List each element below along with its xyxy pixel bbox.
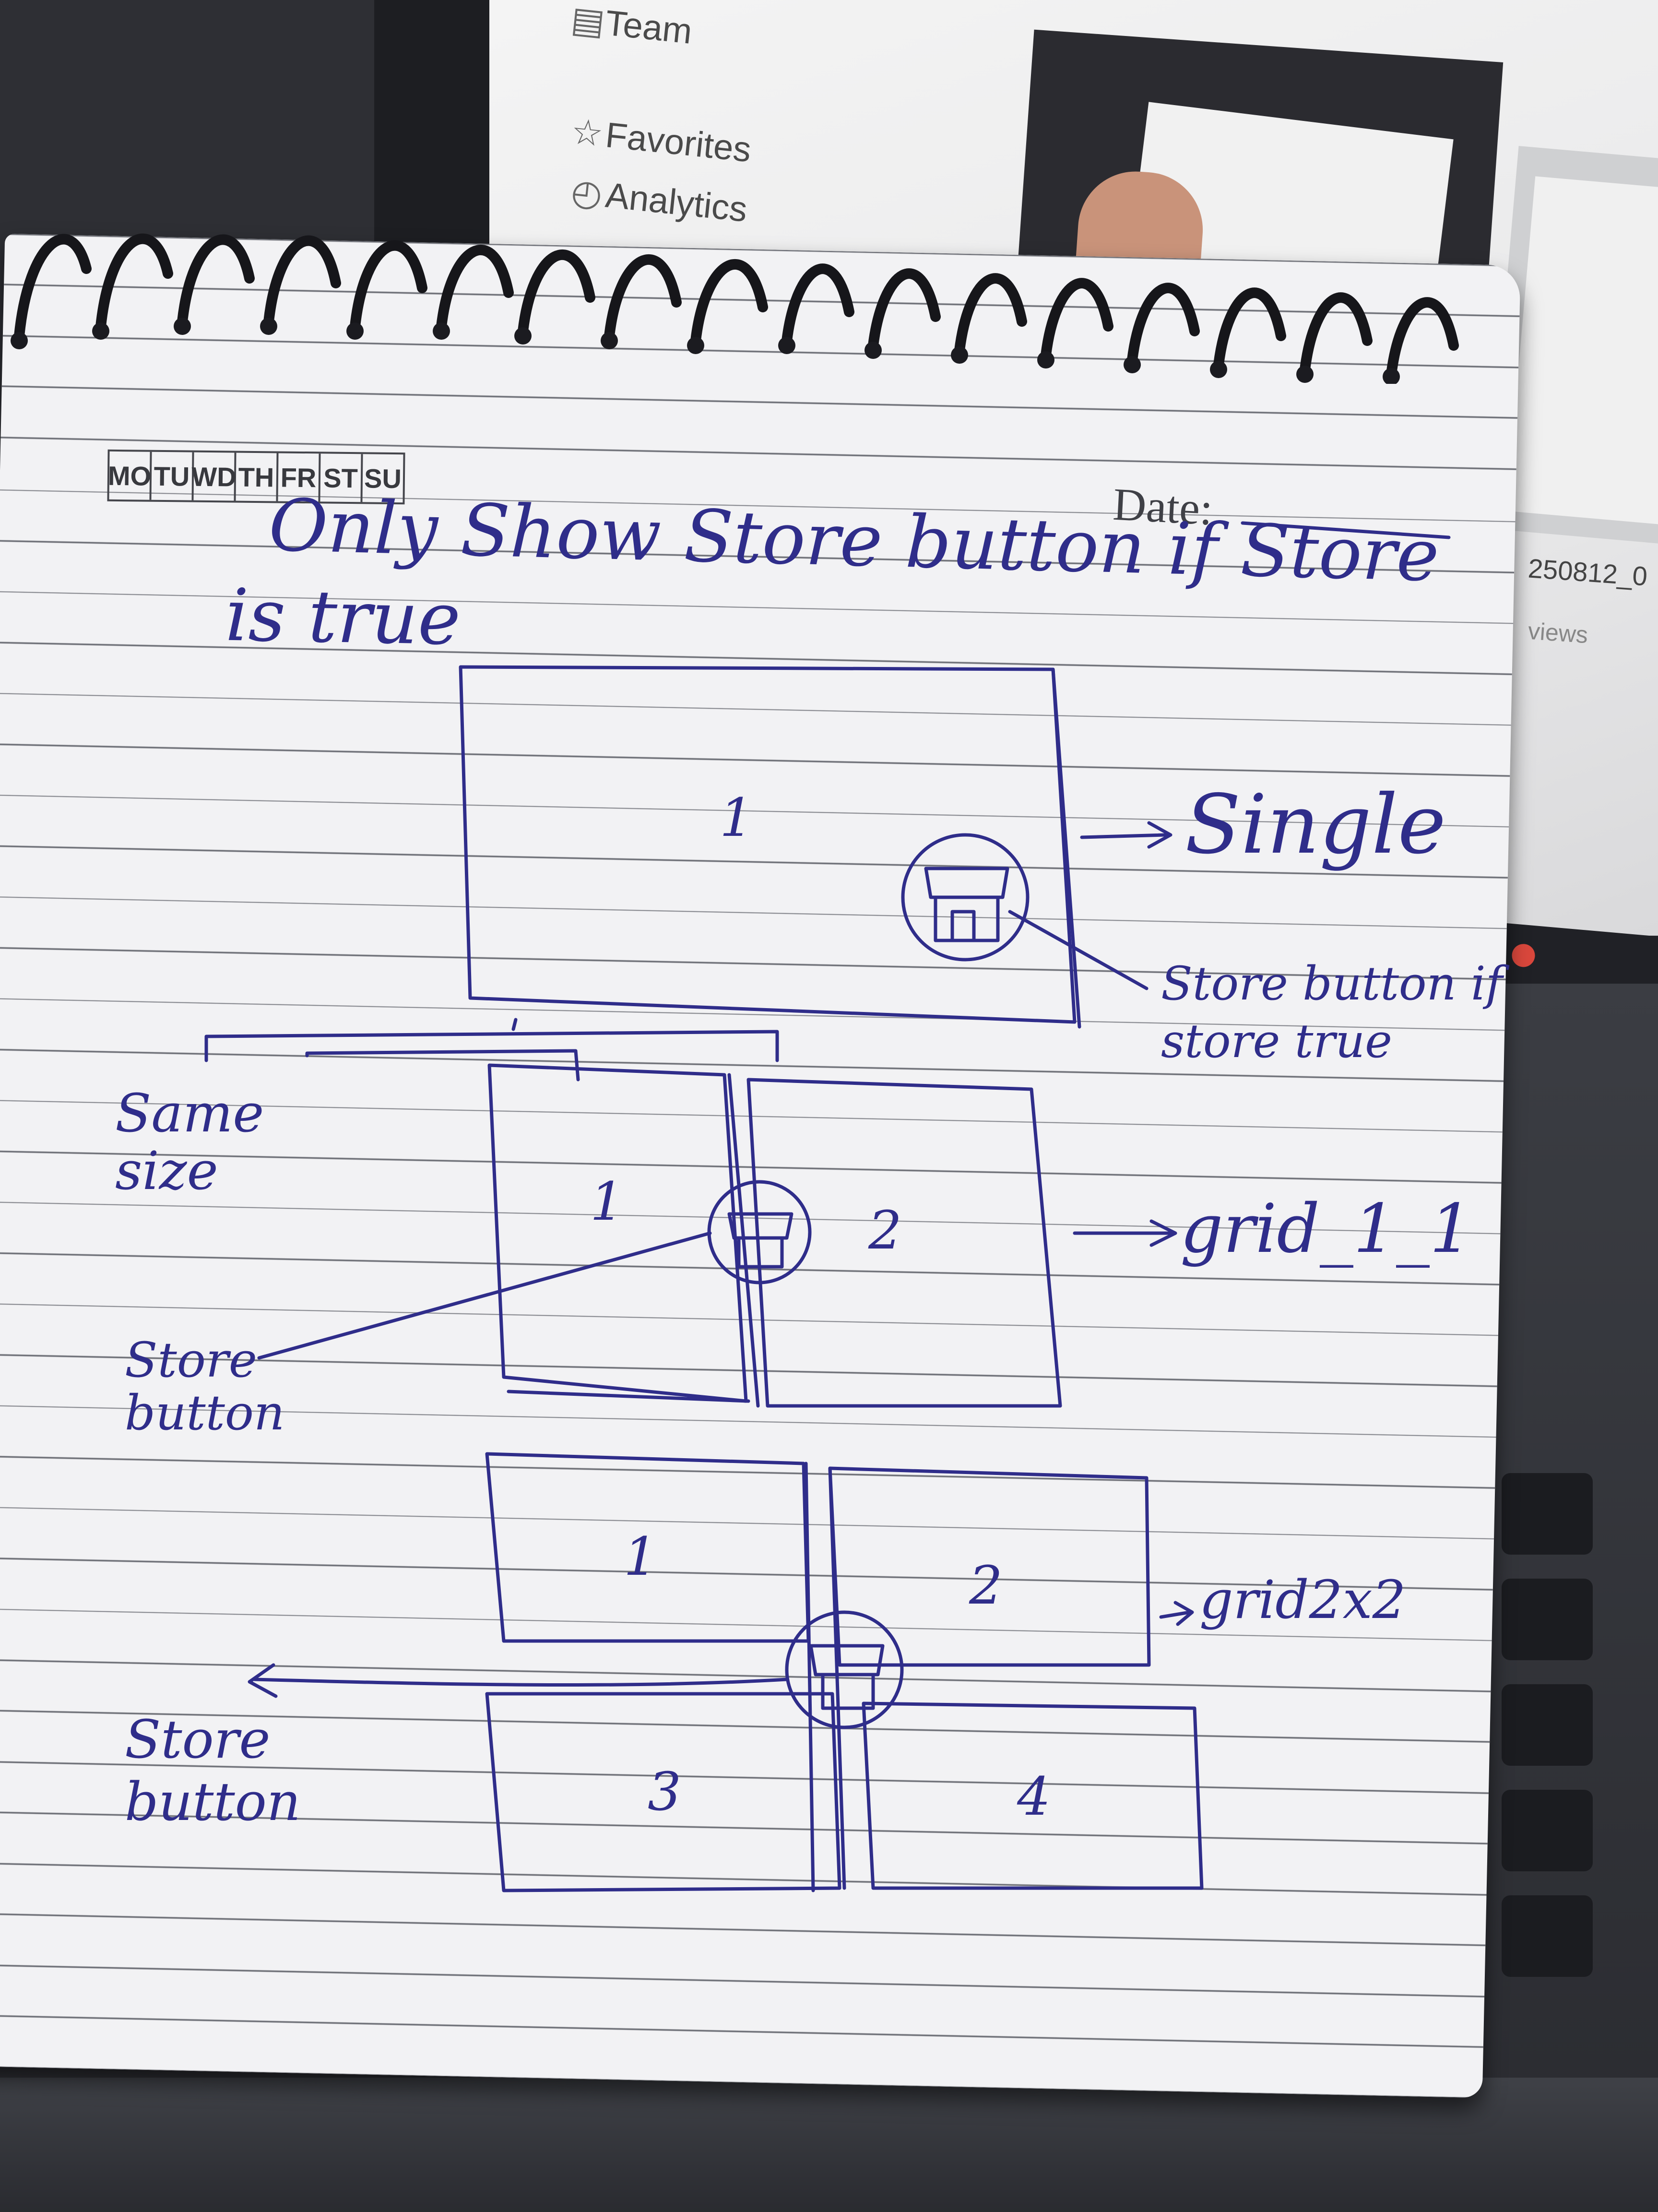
store-icon <box>924 867 1009 942</box>
grid22-store-button-outline <box>785 1610 904 1729</box>
single-panel-number: 1 <box>720 787 753 848</box>
laptop-palmrest <box>0 2078 1658 2212</box>
single-store-leader <box>1008 910 1149 990</box>
grid11-panel-1-number: 1 <box>590 1171 624 1232</box>
grid22-panel-3-number: 3 <box>648 1761 681 1822</box>
single-store-note: Store button if store true <box>1161 957 1503 1068</box>
grid22-label-arrow <box>1159 1601 1194 1626</box>
single-panel-frame <box>459 665 1077 1024</box>
title-stroke <box>1241 521 1451 539</box>
same-size-bracket-inner <box>305 1049 580 1082</box>
single-panel-edge <box>1051 667 1081 1029</box>
keyboard-key <box>1502 1895 1593 1977</box>
grid11-label-arrow <box>1073 1219 1177 1247</box>
grid22-panel-1-number: 1 <box>624 1526 657 1587</box>
keyboard-key <box>1502 1684 1593 1766</box>
same-size-bracket <box>204 1030 779 1062</box>
store-icon <box>809 1644 885 1710</box>
keyboard-key <box>1502 1579 1593 1660</box>
grid11-panel-2 <box>746 1078 1062 1408</box>
grid11-store-note: Store button <box>125 1332 285 1441</box>
grid22-layout-label: grid2x2 <box>1199 1569 1406 1630</box>
grid22-panel-3 <box>485 1692 841 1892</box>
grid22-store-leader <box>252 1677 789 1687</box>
single-layout-label: Single <box>1185 777 1446 872</box>
title-line-2: is true <box>225 573 462 662</box>
keyboard-key <box>1502 1790 1593 1871</box>
grid11-store-leader <box>257 1231 712 1360</box>
single-store-button-outline <box>901 833 1030 962</box>
grid11-layout-label: grid_1_1 <box>1180 1190 1473 1268</box>
same-size-note: Same size <box>115 1082 264 1201</box>
keyboard-key <box>1502 1473 1593 1555</box>
single-label-arrow <box>1080 821 1172 849</box>
grid22-panel-2-number: 2 <box>969 1555 1003 1616</box>
grid22-panel-2 <box>828 1466 1151 1667</box>
grid22-panel-4 <box>862 1701 1204 1890</box>
grid22-store-note: Store button <box>125 1709 301 1832</box>
store-icon <box>727 1212 793 1269</box>
grid22-store-arrowhead <box>248 1663 278 1698</box>
spiral-binding <box>11 233 1459 384</box>
grid11-panel-2-number: 2 <box>868 1200 902 1261</box>
grid22-panel-4-number: 4 <box>1017 1766 1051 1827</box>
